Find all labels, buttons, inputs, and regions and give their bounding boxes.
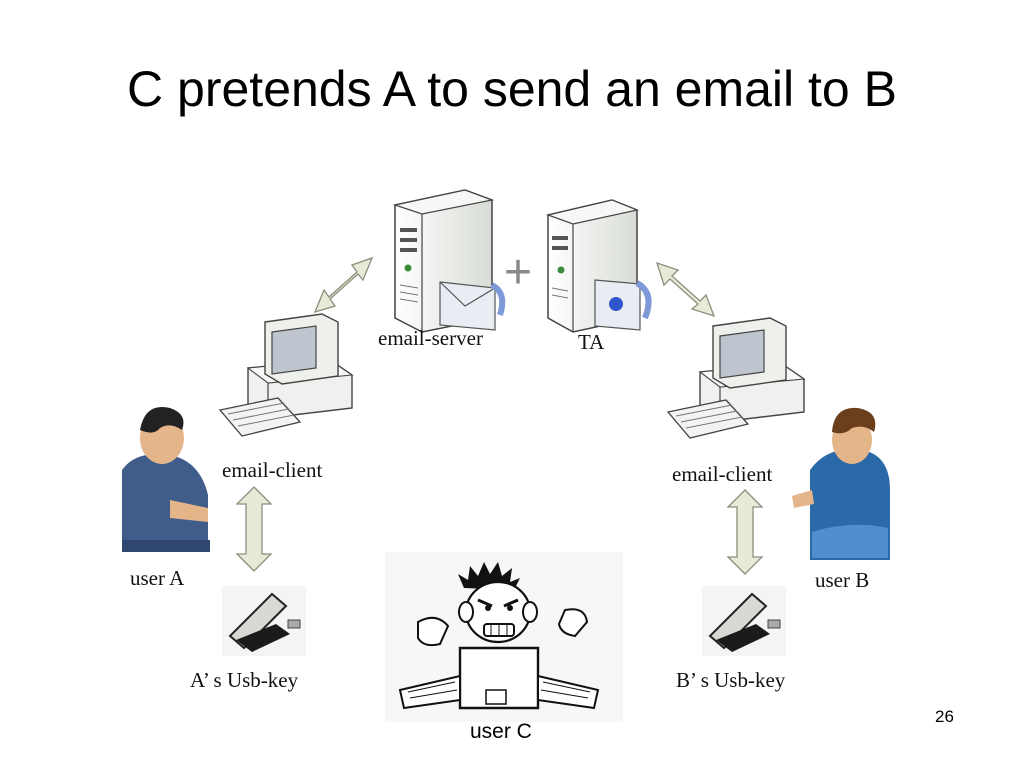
email-client-right-label: email-client [672,462,773,486]
user-a-figure [122,406,210,552]
computer-b-icon [666,317,806,439]
usb-key-b-icon [702,586,786,656]
email-server-icon [392,189,506,333]
ta-server-icon [545,199,652,333]
user-c-cartoon [385,552,623,722]
computer-a-icon [218,313,354,437]
usb-key-b-label: B’ s Usb-key [676,668,786,692]
arrow-client-b-usbkey [726,489,764,575]
user-b-label: user B [815,568,870,592]
slide-title: C pretends A to send an email to B [127,61,897,117]
email-server-label: email-server [378,326,483,350]
arrow-client-a-usbkey [235,486,273,572]
arrow-ta-client-b [655,261,716,318]
usb-key-a-icon [222,586,306,656]
usb-key-a-label: A’ s Usb-key [190,668,299,692]
page-number: 26 [935,707,954,726]
ta-label: TA [578,330,605,354]
email-client-left-label: email-client [222,458,323,482]
user-c-label: user C [470,720,532,743]
arrow-client-a-server [313,256,374,314]
plus-sign: + [504,246,532,299]
user-a-label: user A [130,566,185,590]
user-b-figure [792,407,890,560]
